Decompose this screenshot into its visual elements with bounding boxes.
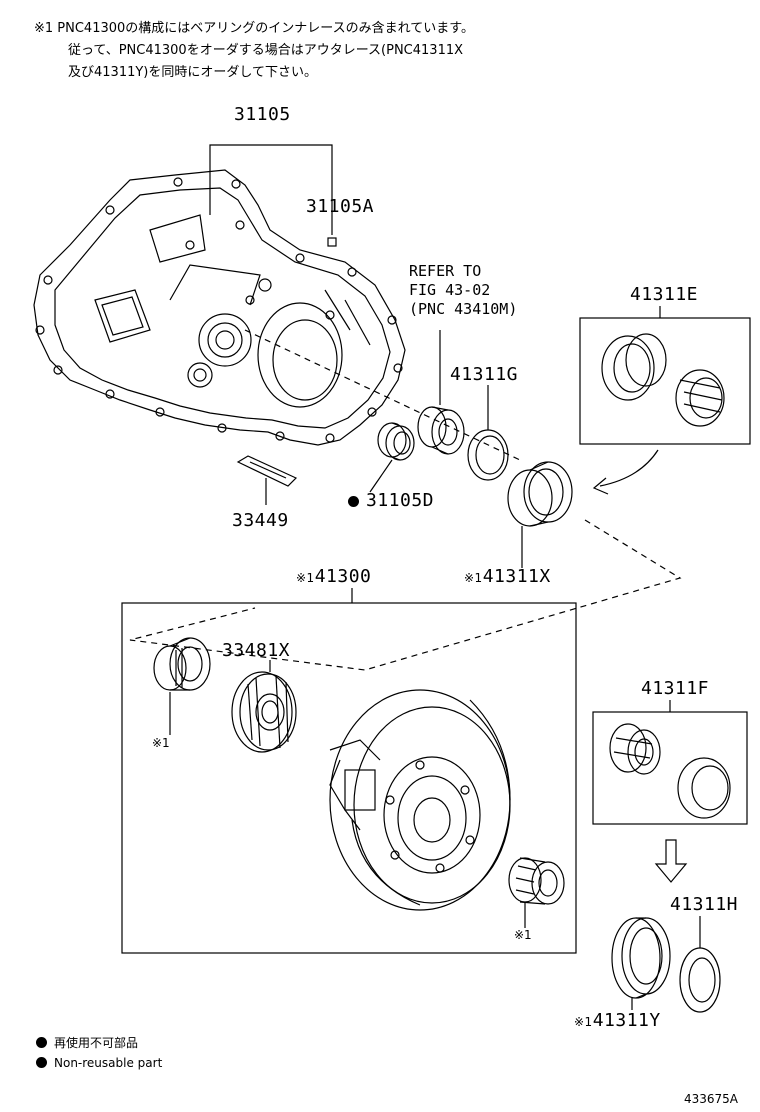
non-reusable-dot-icon <box>348 496 359 507</box>
label-41311X: ※141311X <box>464 566 551 587</box>
legend-jp-text: 再使用不可部品 <box>54 1036 139 1050</box>
note-mark: ※1 <box>574 1015 593 1029</box>
box-41300 <box>121 602 577 954</box>
note-mark: ※1 <box>464 571 483 585</box>
label-31105D-text: 31105D <box>366 490 435 511</box>
note-mark-cone-lower: ※1 <box>514 928 532 942</box>
bolt-31105A-icon <box>327 237 337 247</box>
legend-dot-icon <box>36 1037 47 1048</box>
curved-arrow-icon <box>599 449 659 487</box>
axis-dash-line <box>244 329 521 461</box>
bearing-set-41311F-icon <box>609 723 731 819</box>
label-41311G: 41311G <box>450 364 519 385</box>
note-line-3: 及び41311Y)を同時にオーダして下さい。 <box>68 65 317 80</box>
bearing-set-41311E-icon <box>601 333 725 427</box>
note-line-1: ※1 PNC41300の構成にはベアリングのインナレースのみ含まれています。 <box>34 21 474 36</box>
note-mark-cone-upper: ※1 <box>152 736 170 750</box>
outer-race-41311Y-icon <box>611 917 671 999</box>
outer-race-41311X-icon <box>507 461 573 527</box>
label-31105A: 31105A <box>306 196 375 217</box>
label-41311X-text: 41311X <box>482 566 551 587</box>
gear-33481X-icon <box>231 671 297 753</box>
label-41311H: 41311H <box>670 894 739 915</box>
label-33449: 33449 <box>232 510 289 531</box>
legend-dot-icon <box>36 1057 47 1068</box>
shim-41311G-icon <box>467 429 509 481</box>
label-refer-line-3: (PNC 43410M) <box>409 300 518 318</box>
note-mark: ※1 <box>296 571 315 585</box>
inner-race-cone-icon <box>153 637 211 691</box>
note-line-2: 従って、PNC41300をオーダする場合はアウタレース(PNC41311X <box>68 43 464 58</box>
inner-race-cone-lower-icon <box>508 857 565 905</box>
label-41311Y: ※141311Y <box>574 1010 661 1031</box>
down-arrow-icon <box>654 839 688 883</box>
differential-assembly-icon <box>329 689 511 911</box>
label-31105: 31105 <box>234 104 291 125</box>
label-41311Y-text: 41311Y <box>592 1010 661 1031</box>
label-41311E: 41311E <box>630 284 699 305</box>
plate-33449-icon <box>236 455 298 487</box>
legend-en-text: Non-reusable part <box>54 1056 163 1070</box>
label-41300-text: 41300 <box>314 566 372 587</box>
group-dash-line <box>129 519 682 671</box>
transaxle-case-icon <box>33 169 406 446</box>
label-31105D: 31105D <box>348 490 434 511</box>
box-41311E <box>579 317 751 445</box>
legend-jp: 再使用不可部品 <box>36 1034 138 1051</box>
ref-bearing-icon <box>417 406 465 455</box>
label-refer-line-2: FIG 43-02 <box>409 281 491 299</box>
legend-en: Non-reusable part <box>36 1056 162 1070</box>
leader-31105 <box>209 144 333 235</box>
shim-41311H-icon <box>679 947 721 1013</box>
label-41311F: 41311F <box>641 678 710 699</box>
label-33481X: 33481X <box>222 640 291 661</box>
label-41300: ※141300 <box>296 566 371 587</box>
figure-number: 433675A <box>684 1092 739 1106</box>
label-refer-line-1: REFER TO <box>409 262 482 280</box>
oil-seal-31105D-icon <box>377 422 415 461</box>
